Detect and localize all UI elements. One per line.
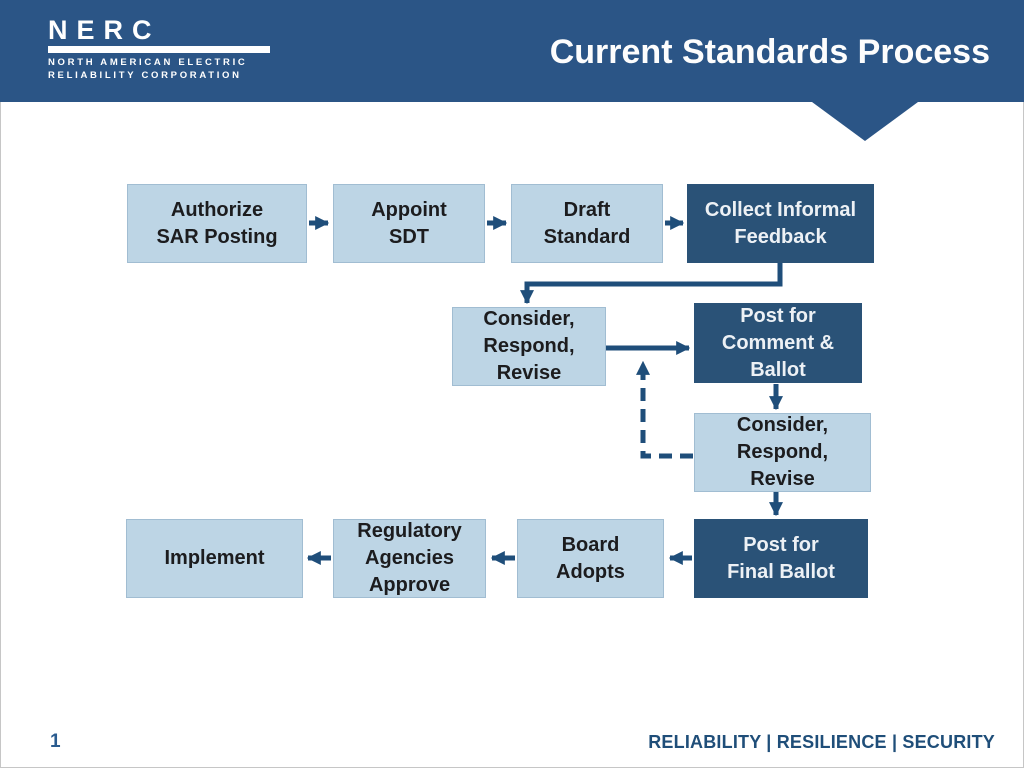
flow-node-post-for-comment-ballot: Post for Comment & Ballot [694, 303, 862, 383]
node-label: Consider, Respond, Revise [483, 308, 575, 384]
flow-node-appoint-sdt: Appoint SDT [333, 184, 485, 263]
header-pointer-triangle [812, 102, 918, 141]
node-label: Draft Standard [543, 198, 631, 248]
node-label: Regulatory Agencies Approve [357, 520, 462, 596]
node-label: Consider, Respond, Revise [736, 414, 829, 490]
logo-tagline-line1: NORTH AMERICAN ELECTRIC [48, 57, 248, 68]
logo-tagline-line2: RELIABILITY CORPORATION [48, 70, 242, 81]
flow-node-authorize-sar-posting: Authorize SAR Posting [127, 184, 307, 263]
arrow-collect-to-consider1 [520, 258, 783, 305]
node-label: Board Adopts [556, 533, 625, 583]
node-label: Appoint SDT [371, 198, 447, 248]
node-label: Post for Final Ballot [727, 533, 835, 583]
arrow-consider2-loopback-dashed [636, 360, 693, 459]
flow-node-board-adopts: Board Adopts [517, 519, 664, 598]
logo-wordmark: NERC [48, 15, 161, 45]
node-label: Authorize SAR Posting [156, 198, 278, 248]
flow-node-regulatory-agencies-approve: Regulatory Agencies Approve [333, 519, 486, 598]
header-band: NERC NORTH AMERICAN ELECTRIC RELIABILITY… [0, 0, 1024, 102]
flow-node-post-for-final-ballot: Post for Final Ballot [694, 519, 868, 598]
page-number: 1 [50, 731, 61, 752]
flow-node-implement: Implement [126, 519, 303, 598]
node-label: Post for Comment & Ballot [721, 304, 835, 381]
node-label: Collect Informal Feedback [704, 198, 857, 248]
flow-node-consider-respond-revise-1: Consider, Respond, Revise [452, 307, 606, 386]
page-title: Current Standards Process [549, 33, 990, 71]
node-label: Implement [164, 547, 265, 569]
flow-node-draft-standard: Draft Standard [511, 184, 663, 263]
logo-divider-bar [48, 46, 270, 53]
flow-node-consider-respond-revise-2: Consider, Respond, Revise [694, 413, 871, 492]
flow-node-collect-informal-feedback: Collect Informal Feedback [687, 184, 874, 263]
nerc-logo: NERC NORTH AMERICAN ELECTRIC RELIABILITY… [48, 16, 270, 81]
footer-tagline: RELIABILITY | RESILIENCE | SECURITY [648, 732, 995, 752]
